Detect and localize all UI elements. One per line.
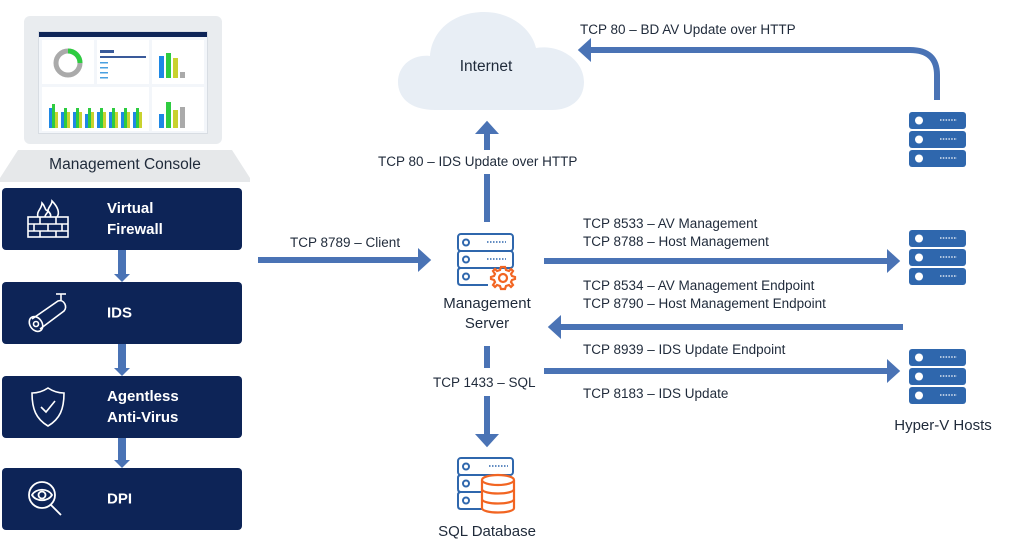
- flow-arrow-head: [114, 460, 130, 468]
- feature-virtual-firewall: Virtual Firewall: [2, 188, 242, 250]
- database-cylinder-icon: [480, 473, 516, 514]
- feature-dpi: DPI: [2, 468, 242, 530]
- feature-label: DPI: [107, 490, 133, 508]
- label-bd-av-update: TCP 80 – BD AV Update over HTTP: [580, 22, 796, 37]
- management-server-label: Management Server: [443, 295, 531, 332]
- flow-arrow-head: [114, 368, 130, 376]
- label-av-management: TCP 8533 – AV Management: [583, 216, 758, 231]
- management-server-icon: [457, 233, 517, 291]
- sql-database-icon: [457, 457, 516, 514]
- dashboard-thumbnail: [39, 32, 207, 131]
- arrow-bd-av-update: [577, 38, 940, 100]
- feature-label: IDS: [107, 304, 133, 322]
- security-camera-icon: [28, 293, 67, 333]
- label-ids-update-http: TCP 80 – IDS Update over HTTP: [376, 153, 580, 171]
- flow-arrow-shaft: [118, 344, 126, 368]
- gear-icon: [489, 265, 517, 291]
- shield-check-icon: [31, 387, 65, 427]
- cloud-icon: [398, 12, 584, 110]
- internet-label: Internet: [459, 58, 513, 75]
- feature-ids: IDS: [2, 282, 242, 344]
- hyperv-host-server-icon: [909, 230, 966, 285]
- sql-database-label: SQL Database: [438, 523, 536, 540]
- label-av-management-endpoint: TCP 8534 – AV Management Endpoint: [583, 278, 815, 293]
- feature-agentless-anti-virus: Agentless Anti-Virus: [2, 376, 242, 438]
- label-client: TCP 8789 – Client: [290, 235, 401, 250]
- label-host-management: TCP 8788 – Host Management: [583, 234, 769, 249]
- hyperv-host-server-icon: [909, 349, 966, 404]
- flow-arrow-head: [114, 274, 130, 282]
- dashboard-screenshot: [38, 31, 208, 134]
- feature-label: Virtual Firewall: [107, 200, 163, 238]
- label-host-management-endpoint: TCP 8790 – Host Management Endpoint: [583, 296, 826, 311]
- hyperv-host-server-icon: [909, 112, 966, 167]
- flow-arrow-shaft: [118, 250, 126, 274]
- firewall-icon: [27, 199, 69, 238]
- feature-label: Agentless Anti-Virus: [107, 388, 179, 426]
- eye-magnifier-icon: [28, 481, 62, 516]
- label-sql: TCP 1433 – SQL: [431, 374, 538, 392]
- label-ids-update-endpoint: TCP 8939 – IDS Update Endpoint: [583, 342, 786, 357]
- laptop-base: [0, 150, 250, 182]
- management-console-label: Management Console: [49, 156, 201, 173]
- label-ids-update: TCP 8183 – IDS Update: [583, 386, 729, 401]
- hyperv-hosts-label: Hyper-V Hosts: [894, 417, 992, 434]
- flow-arrow-shaft: [118, 438, 126, 460]
